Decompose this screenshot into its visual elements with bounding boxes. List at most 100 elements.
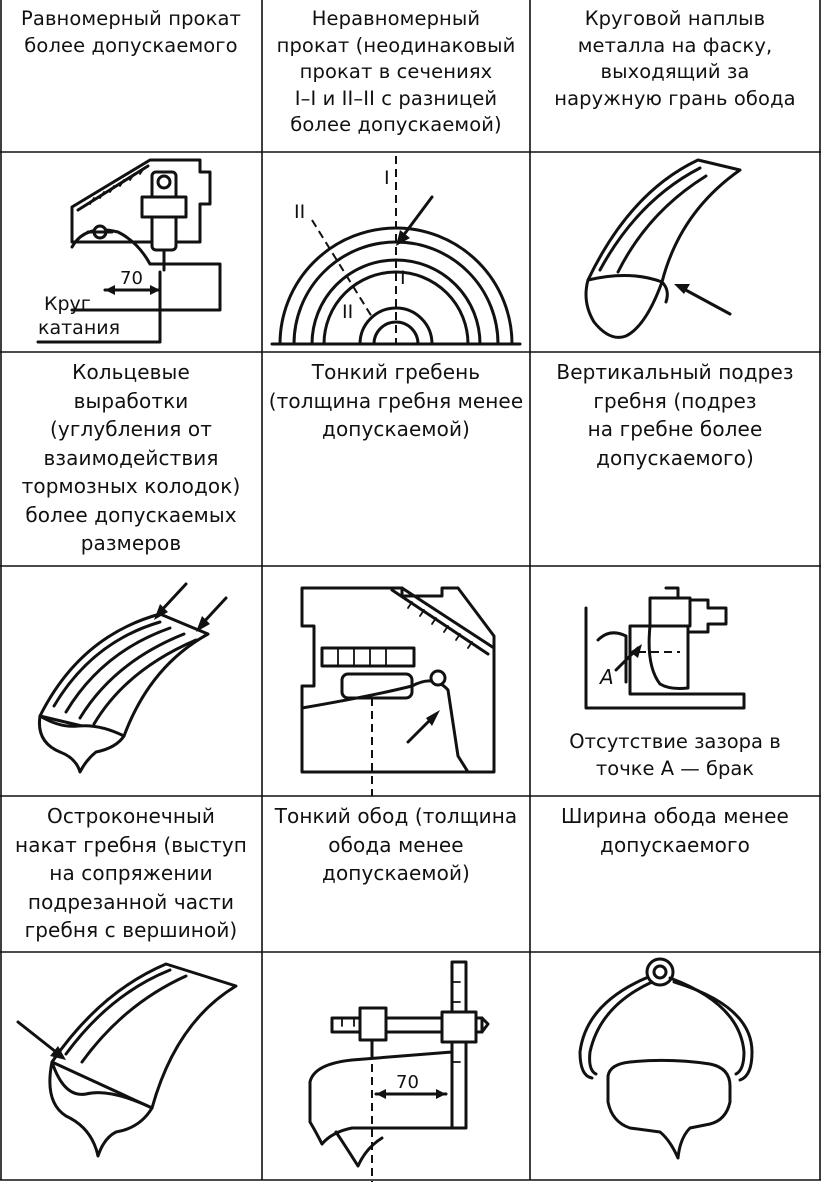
pointed-arrowhead <box>50 1046 66 1060</box>
gap-gauge-figure: A Отсутствие зазора в точке А — брак <box>530 566 820 796</box>
caliper-right-leg-outer <box>672 980 754 1082</box>
pointed-rim-profile <box>48 1060 154 1158</box>
rim-dimension-value: 70 <box>396 1072 419 1093</box>
pointed-rim-body <box>50 962 238 1110</box>
ring-arrowhead-1 <box>154 604 168 620</box>
point-a-label: A <box>598 665 614 689</box>
flange-gauge-scale-marks <box>407 601 473 649</box>
flange-arrowhead <box>426 710 440 726</box>
metal-buildup-figure <box>530 152 820 352</box>
section-mark-ii-top: II <box>294 201 305 223</box>
flange-gauge-bar-marks <box>337 647 387 667</box>
cell-vertical-undercut-text: Вертикальный подрез гребня (подрез на гр… <box>530 352 820 566</box>
ring-groove-2 <box>64 626 172 714</box>
flange-gauge-frame <box>300 586 496 774</box>
flange-gauge-bar <box>320 646 416 668</box>
buildup-arrowhead <box>674 284 690 294</box>
gap-arrowhead <box>630 644 642 658</box>
uniform-wear-description: Равномерный прокат более допускаемого <box>21 7 241 57</box>
wheel-hub-inner <box>372 320 420 346</box>
rim-gauge-drawing: 70 <box>308 960 490 1182</box>
rim-gauge-clamp <box>440 1010 478 1044</box>
cell-uneven-wear-text: Неравномерный прокат (неодинаковый прока… <box>262 0 530 152</box>
rim-width-caliper-drawing <box>578 957 754 1160</box>
gap-gauge-caption: Отсутствие зазора в точке А — брак <box>569 730 781 780</box>
flange-profile <box>300 679 470 774</box>
ring-groove-1 <box>52 620 162 708</box>
rim-dimension-arrow-right <box>436 1089 446 1099</box>
rim-dimension-arrow-left <box>376 1089 386 1099</box>
wheel-disc-arc <box>322 270 470 346</box>
flange-gauge-scale <box>390 586 496 656</box>
rim-profile <box>308 1050 454 1146</box>
rim-gauge-vertical-bar <box>450 960 468 1130</box>
cell-rim-width-text: Ширина обода менее допускаемого <box>530 796 820 952</box>
rim-gauge-horizontal-marks <box>341 1017 379 1027</box>
pointed-flange-description: Остроконечный накат гребня (выступ на со… <box>15 804 247 942</box>
rim-flange-edge <box>598 166 702 272</box>
ring-wear-drawing <box>37 582 228 774</box>
gap-gauge-knob <box>664 586 680 600</box>
pointed-rim-edge-2 <box>80 974 188 1064</box>
ring-section-profile <box>37 714 126 774</box>
cell-metal-buildup-text: Круговой наплыв металла на фаску, выходя… <box>530 0 820 152</box>
ring-wear-figure <box>0 566 262 796</box>
cell-thin-rim-text: Тонкий обод (толщина обода менее допуска… <box>262 796 530 952</box>
section-line-2 <box>311 219 373 318</box>
metal-buildup-description: Круговой наплыв металла на фаску, выходя… <box>554 7 796 110</box>
wheel-profile <box>70 228 222 312</box>
wheel-section-drawing: II I I II <box>270 156 522 346</box>
section-mark-i-top: I <box>384 167 390 189</box>
ring-groove-3 <box>78 632 186 720</box>
section-mark-i-bottom: I <box>400 267 406 289</box>
rim-width-caliper-figure <box>530 952 820 1182</box>
thin-flange-gauge-drawing <box>300 586 496 796</box>
metal-buildup-lip <box>660 280 669 304</box>
cell-uniform-wear-text: Равномерный прокат более допускаемого <box>0 0 262 152</box>
caliper-left-leg-outer <box>578 976 648 1080</box>
section-mark-ii-bottom: II <box>342 301 353 323</box>
gap-gauge-head <box>648 596 692 628</box>
wheel-tread-arc <box>292 240 500 346</box>
uneven-wear-description: Неравномерный прокат (неодинаковый прока… <box>276 7 516 136</box>
rim-gauge-figure: 70 <box>262 952 530 1182</box>
vertical-undercut-description: Вертикальный подрез гребня (подрез на гр… <box>556 360 794 470</box>
rim-flange-inner <box>616 174 708 274</box>
ring-arrow-1 <box>158 582 188 614</box>
thin-flange-gauge-figure <box>262 566 530 796</box>
cell-thin-flange-text: Тонкий гребень (толщина гребня менее доп… <box>262 352 530 566</box>
gauge-scale-marks <box>89 167 145 205</box>
wheel-hub-outer <box>358 306 434 346</box>
wear-arrow <box>398 195 434 242</box>
gap-gauge-probe <box>647 624 690 690</box>
caliper-left-leg <box>588 980 654 1076</box>
ring-arrowhead-2 <box>196 616 210 632</box>
buildup-arrow <box>680 286 732 316</box>
gauge-slider-screw <box>156 174 172 190</box>
pointed-arrow <box>16 1020 58 1054</box>
gauge-uniform-wear-drawing: 70 Круг катания <box>36 158 222 344</box>
metal-buildup-drawing <box>584 158 742 339</box>
ring-rim-body <box>38 612 210 738</box>
caliper-hinge-pin <box>652 964 668 980</box>
pointed-flange-figure <box>0 952 262 1182</box>
flange-gauge-pivot <box>429 669 447 687</box>
tread-circle-label-2: катания <box>38 317 120 339</box>
wear-arrowhead <box>396 230 410 246</box>
wheel-section-figure: II I I II <box>262 152 530 352</box>
rim-profile-flange <box>334 1130 384 1168</box>
ring-arrow-2 <box>200 596 228 626</box>
pointed-flange-drawing <box>16 962 238 1158</box>
thin-flange-description: Тонкий гребень (толщина гребня менее доп… <box>268 360 524 441</box>
rim-gauge-screw <box>480 1016 490 1034</box>
caliper-rim-profile <box>606 1058 732 1160</box>
dimension-value: 70 <box>120 268 143 289</box>
gauge-slider-clamp <box>140 195 188 219</box>
rim-body <box>586 158 742 284</box>
ring-wear-description: Кольцевые выработки (углубления от взаим… <box>21 360 241 555</box>
rim-width-description: Ширина обода менее допускаемого <box>561 804 789 857</box>
ring-groove-4 <box>92 638 198 726</box>
thin-rim-description: Тонкий обод (толщина обода менее допуска… <box>274 804 518 885</box>
flange-tip <box>596 631 628 684</box>
